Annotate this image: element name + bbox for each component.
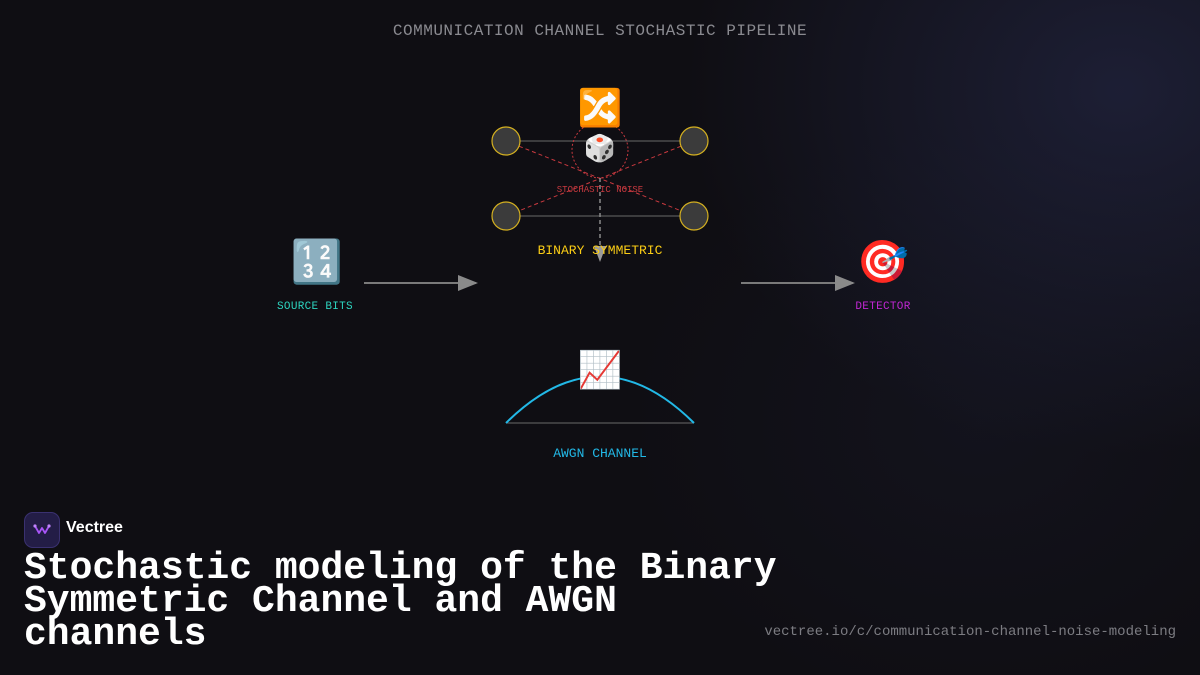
headline: Stochastic modeling of the Binary Symmet…	[24, 547, 777, 656]
bsc-diagram	[491, 121, 709, 262]
source-bits-label: SOURCE BITS	[277, 301, 353, 313]
logo-mark	[33, 524, 51, 534]
dice-icon: 🎲	[583, 134, 617, 164]
vectree-logo-icon	[24, 512, 60, 548]
target-icon: 🎯	[856, 237, 910, 286]
noise-arrowhead	[594, 246, 606, 262]
binary-symmetric-label: BINARY SYMMETRIC	[537, 243, 663, 258]
awgn-diagram	[505, 375, 695, 424]
input-numbers-icon: 🔢	[290, 237, 344, 286]
awgn-channel-label: AWGN CHANNEL	[553, 446, 647, 461]
bsc-node-bottom-right	[679, 201, 709, 231]
bsc-node-bottom-left	[491, 201, 521, 231]
stochastic-noise-label: STOCHASTIC NOISE	[556, 185, 644, 195]
shuffle-icon: 🔀	[577, 88, 623, 129]
bsc-node-top-right	[679, 126, 709, 156]
source-url[interactable]: vectree.io/c/communication-channel-noise…	[764, 624, 1176, 640]
noise-ring	[571, 121, 629, 179]
pipeline-title: COMMUNICATION CHANNEL STOCHASTIC PIPELIN…	[392, 22, 808, 40]
detector-label: DETECTOR	[855, 301, 911, 313]
brand-name: Vectree	[66, 519, 123, 536]
chart-increasing-icon: 📈	[577, 350, 623, 391]
bsc-node-top-left	[491, 126, 521, 156]
awgn-curve	[505, 375, 695, 424]
